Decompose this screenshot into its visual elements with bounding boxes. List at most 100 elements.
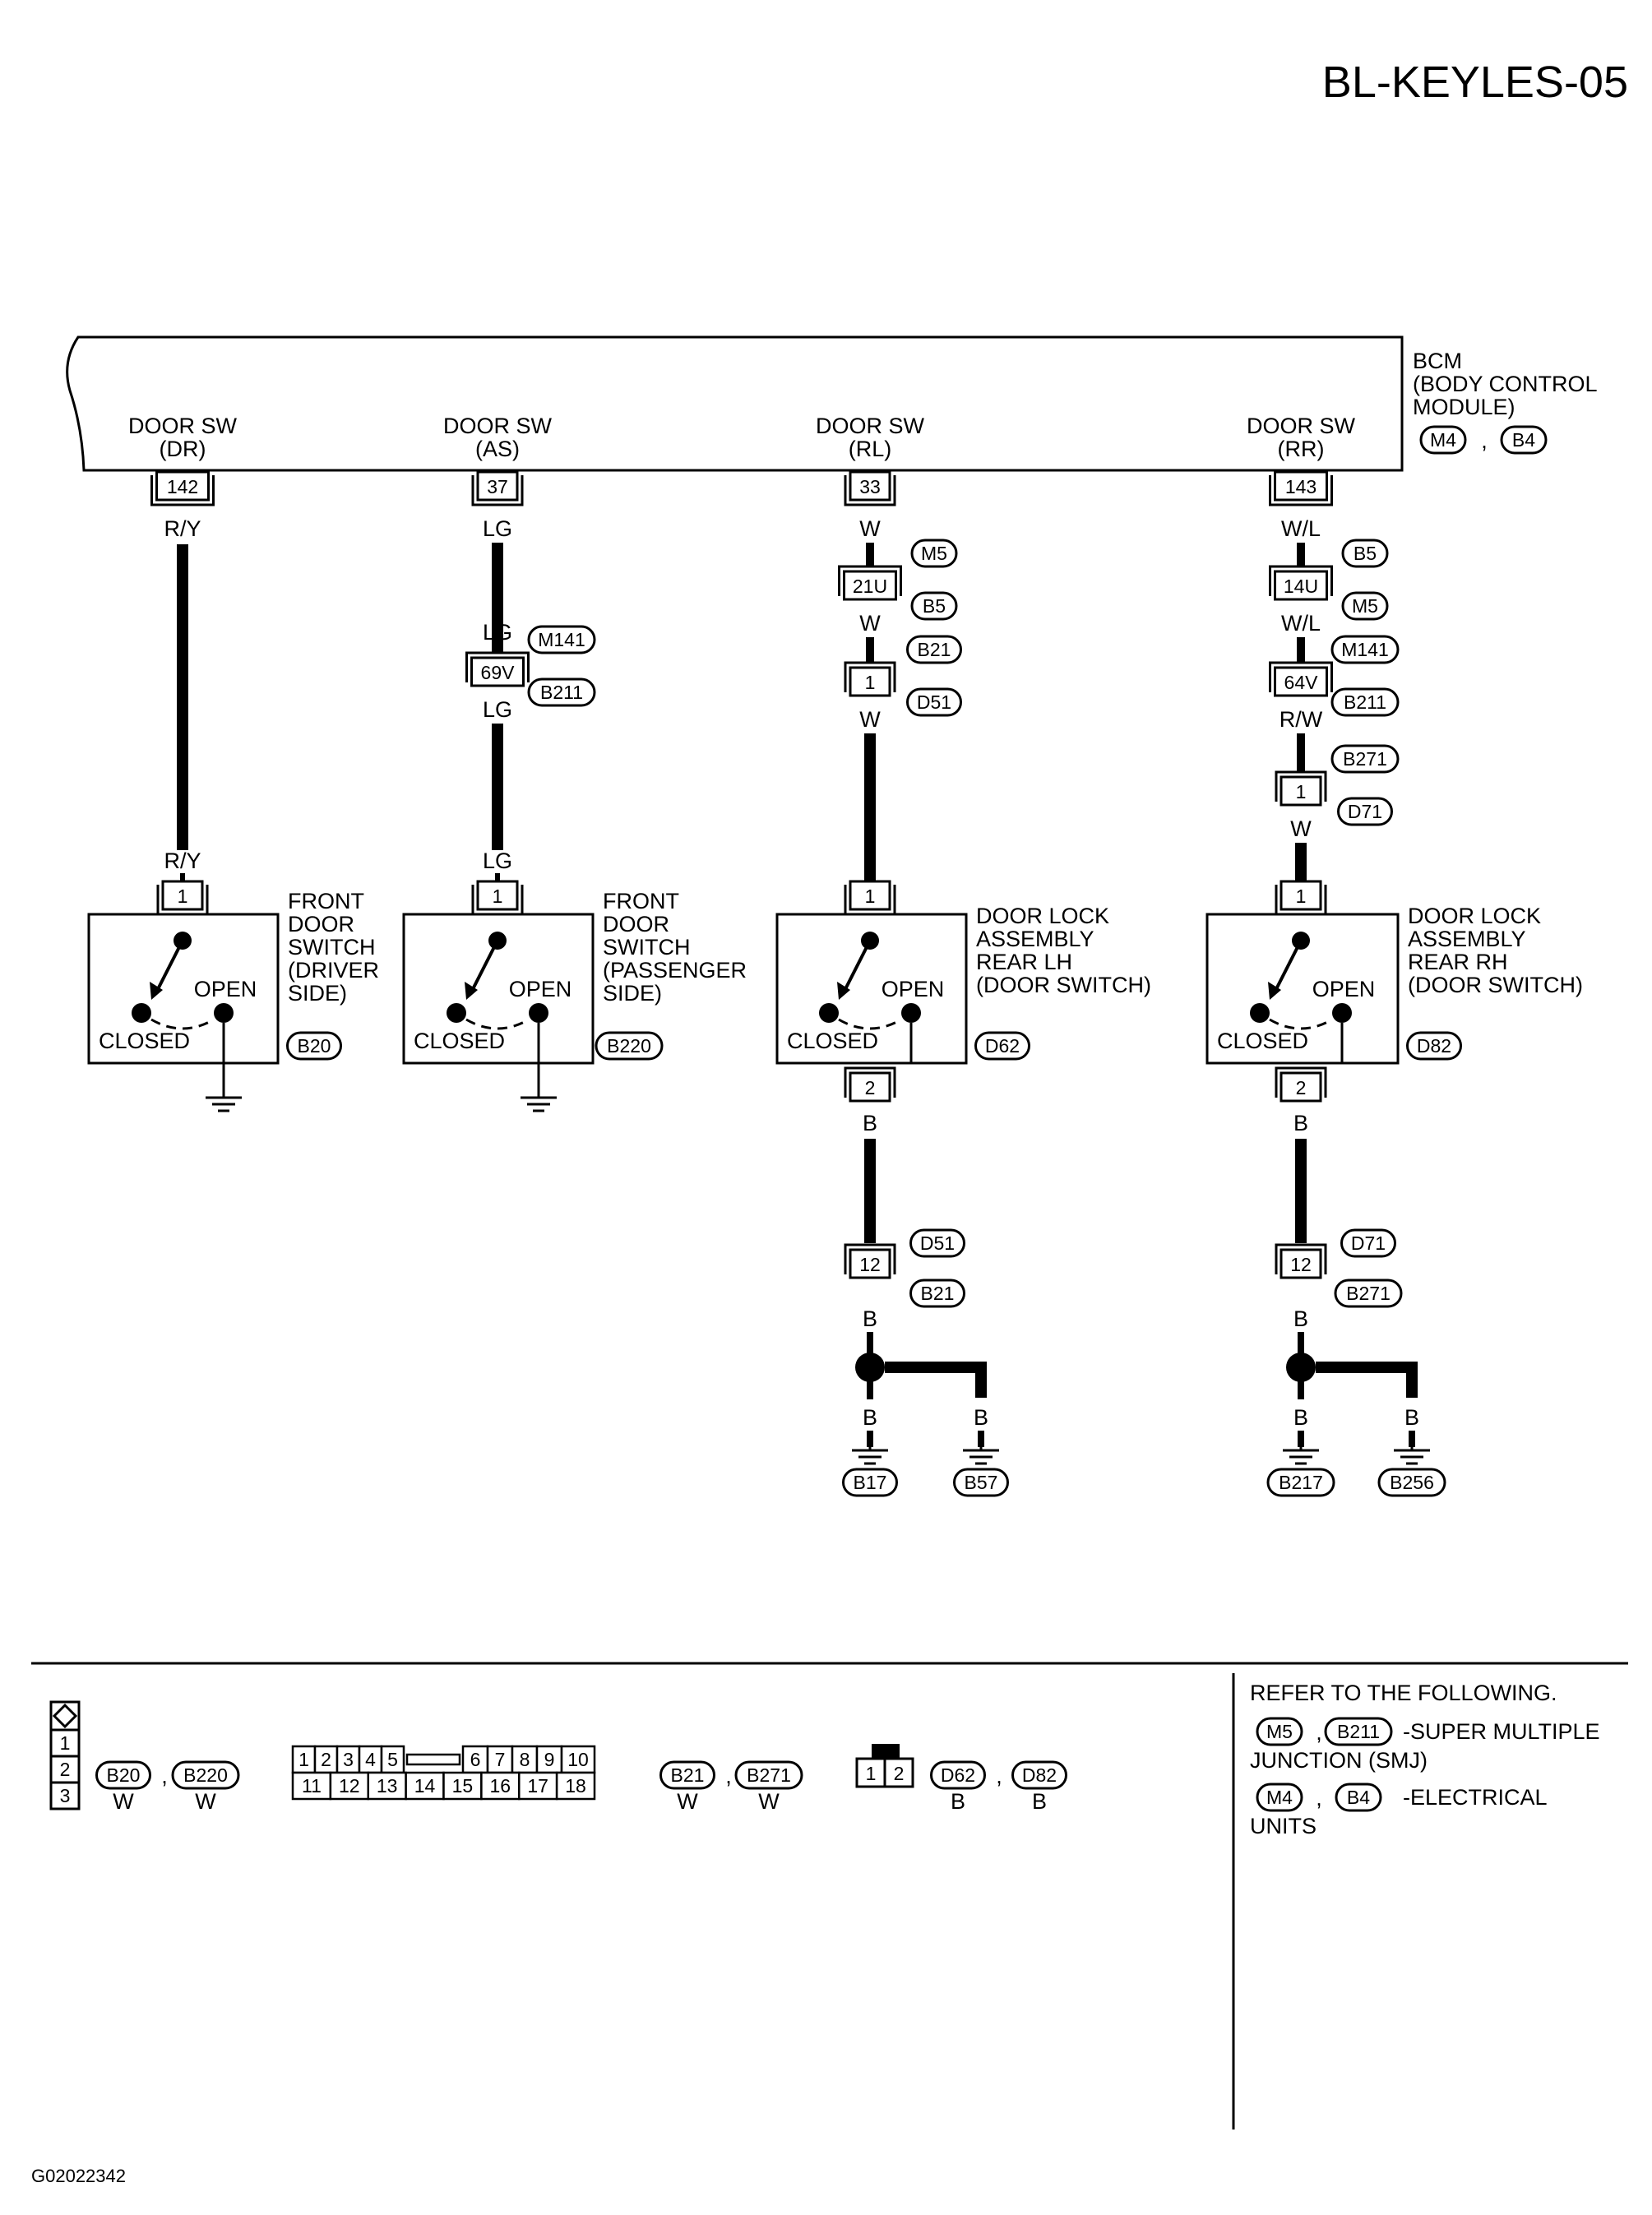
- cavity-number: 12: [339, 1775, 360, 1797]
- device-box: [775, 913, 968, 1065]
- cavity-number: 2: [894, 1763, 905, 1784]
- connector-pill-label: B5: [1354, 543, 1377, 564]
- pin-connector: 1: [844, 661, 896, 697]
- splice-connector-pill: D51: [906, 687, 962, 717]
- pin-bracket: [844, 475, 896, 506]
- switch-arm: [155, 940, 184, 993]
- pin-number: 1: [865, 886, 876, 907]
- cavity-number: 10: [567, 1749, 589, 1770]
- pin-box: [849, 880, 891, 911]
- connector-pill-label: D82: [1022, 1764, 1057, 1786]
- connector-pill-outline: [1330, 635, 1400, 664]
- connector-pill-label: D71: [1348, 801, 1382, 822]
- switch-arrow: [837, 982, 850, 1000]
- pin-box: [849, 470, 891, 502]
- connector-pill-label: B211: [1337, 1721, 1380, 1742]
- connector-pill-label: B256: [1390, 1472, 1434, 1493]
- switch-arm: [470, 940, 499, 993]
- ground-connector-pill: B57: [953, 1468, 1009, 1497]
- legend-sep: ,: [725, 1764, 732, 1788]
- pin-box: [476, 880, 519, 911]
- wire-color-label: LG: [483, 620, 512, 645]
- pin-number: 1: [1296, 781, 1307, 802]
- refer-text: UNITS: [1250, 1814, 1317, 1838]
- bcm-connector-pill: B4: [1500, 425, 1548, 455]
- pin-box: [843, 570, 897, 601]
- pin-number: 69V: [481, 662, 516, 683]
- cavity-number: 13: [377, 1775, 398, 1797]
- closed-contact: [447, 1003, 466, 1023]
- connector-cavity: [560, 1745, 596, 1774]
- pin-connector: 143: [1269, 470, 1333, 506]
- connector-pill-outline: [171, 1760, 240, 1790]
- connector-pill-outline: [909, 1228, 965, 1258]
- connector-pill-label: B21: [671, 1764, 705, 1786]
- ground-icon: [1394, 1432, 1430, 1465]
- connector-pill-label: M141: [538, 629, 585, 650]
- connector-pill-outline: [930, 1760, 986, 1790]
- connector-cavity: [442, 1771, 483, 1801]
- splice-connector-pill: M5: [1341, 591, 1389, 621]
- connector-pill-label: B21: [918, 639, 951, 660]
- circuit-dr: DOOR SW(DR)142R/YR/Y1OPENCLOSEDFRONTDOOR…: [87, 414, 379, 1112]
- legend-connector-pill: B21: [659, 1760, 715, 1790]
- wire-color-label: B: [863, 1111, 877, 1135]
- connector-pill-label: B20: [107, 1764, 141, 1786]
- splice-connector-pill: D71: [1337, 797, 1393, 826]
- wire-color-label: R/W: [1279, 707, 1323, 732]
- connector-pill-outline: [1419, 425, 1467, 455]
- pin-bracket: [465, 651, 530, 682]
- cavity-number: 16: [490, 1775, 511, 1797]
- splice-node: [1286, 1353, 1316, 1382]
- circuit-columns: DOOR SW(DR)142R/YR/Y1OPENCLOSEDFRONTDOOR…: [87, 414, 1583, 1497]
- pin-number: 1: [865, 672, 876, 693]
- connector-pill-outline: [1500, 425, 1548, 455]
- connector-pill-outline: [906, 687, 962, 717]
- refer-connector-pill: B4: [1335, 1783, 1382, 1812]
- pin-connector: 1: [471, 880, 524, 916]
- pin-connector: 12: [1275, 1243, 1327, 1279]
- pin-bracket: [1269, 475, 1333, 506]
- wire-color-label: LG: [483, 849, 512, 873]
- legend-wire-color: B: [1032, 1789, 1047, 1814]
- connector-pill-label: B21: [921, 1283, 955, 1304]
- cavity-number: 2: [321, 1749, 331, 1770]
- connector-pill-label: B271: [747, 1764, 791, 1786]
- switch-arrow: [150, 982, 163, 1000]
- connector-pill-label: B57: [965, 1472, 998, 1493]
- splice-connector-pill: M141: [1330, 635, 1400, 664]
- pin-bracket: [1269, 565, 1333, 596]
- cavity-number: 9: [544, 1749, 555, 1770]
- device-name: DOOR LOCK: [976, 904, 1109, 928]
- connector-pill-label: M5: [921, 543, 947, 564]
- cavity-number: 2: [60, 1759, 71, 1780]
- device-name: (PASSENGER: [603, 958, 747, 983]
- splice-connector-pill: B211: [1330, 687, 1400, 717]
- device-name: REAR RH: [1408, 950, 1508, 974]
- pin-connector: 1: [844, 880, 896, 916]
- splice-connector-pill: B21: [909, 1279, 965, 1308]
- connector-pill-outline: [1011, 1760, 1067, 1790]
- splice-node: [855, 1353, 885, 1382]
- connector-pill-outline: [1256, 1717, 1303, 1746]
- connector-pill-outline: [659, 1760, 715, 1790]
- cavity-number: 1: [60, 1732, 71, 1754]
- bcm-outline: [66, 335, 1404, 472]
- connector-pill-outline: [974, 1031, 1030, 1061]
- pin-number: 2: [1296, 1077, 1307, 1098]
- ground-icon: [1283, 1432, 1319, 1465]
- connector-pill-label: M5: [1266, 1721, 1293, 1742]
- connector-pill-label: M4: [1430, 429, 1456, 451]
- connector-cavity: [555, 1771, 596, 1801]
- device-box: [87, 913, 280, 1065]
- bcm-label: MODULE): [1413, 395, 1515, 419]
- splice-connector-pill: M141: [527, 625, 596, 654]
- wire-color-label: W: [1290, 816, 1312, 841]
- connector-pill-outline: [842, 1468, 898, 1497]
- pin-bracket: [1275, 770, 1327, 802]
- bcm-label: (BODY CONTROL: [1413, 372, 1598, 396]
- legend-sep: ,: [996, 1764, 1002, 1788]
- connector-key: [405, 1753, 461, 1766]
- pin-number: 1: [1296, 886, 1307, 907]
- cavity-number: 1: [866, 1763, 877, 1784]
